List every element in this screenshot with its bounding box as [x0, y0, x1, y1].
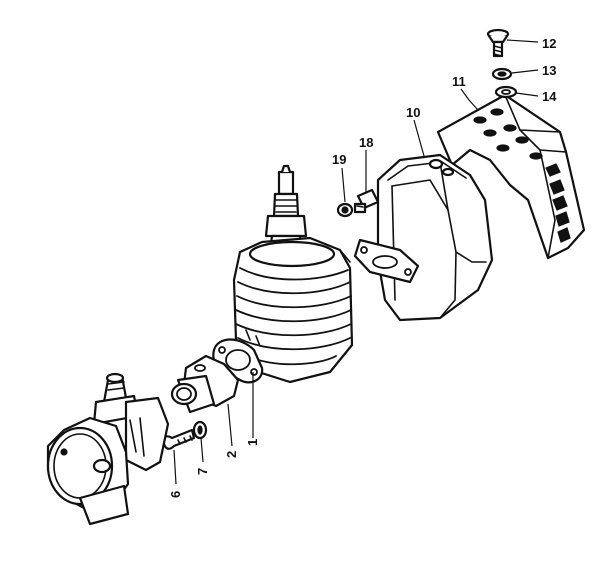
callout-19: 19 — [332, 152, 346, 167]
intake-manifold-2 — [170, 354, 240, 414]
callout-2: 2 — [224, 451, 239, 458]
callout-13: 13 — [542, 63, 556, 78]
muffler — [353, 153, 494, 322]
callout-12: 12 — [542, 36, 556, 51]
callout-1: 1 — [245, 439, 260, 446]
washer-19 — [336, 202, 354, 218]
screw-12 — [486, 28, 510, 58]
heat-shield-bracket — [436, 93, 586, 260]
callout-10: 10 — [406, 105, 420, 120]
callout-6: 6 — [168, 491, 183, 498]
washer-14 — [494, 85, 518, 99]
leader-lines — [173, 39, 539, 485]
callout-labels: 12 13 14 11 10 18 19 1 2 7 6 — [168, 36, 557, 498]
callout-7: 7 — [195, 468, 210, 475]
cylinder — [232, 236, 354, 384]
callout-11: 11 — [452, 74, 466, 89]
lock-washer-13 — [491, 67, 513, 81]
callout-14: 14 — [542, 89, 557, 104]
washer-7 — [192, 420, 208, 440]
callout-18: 18 — [359, 135, 373, 150]
bolt-18 — [353, 188, 380, 214]
carburetor — [46, 372, 170, 526]
screw-6 — [161, 428, 196, 450]
